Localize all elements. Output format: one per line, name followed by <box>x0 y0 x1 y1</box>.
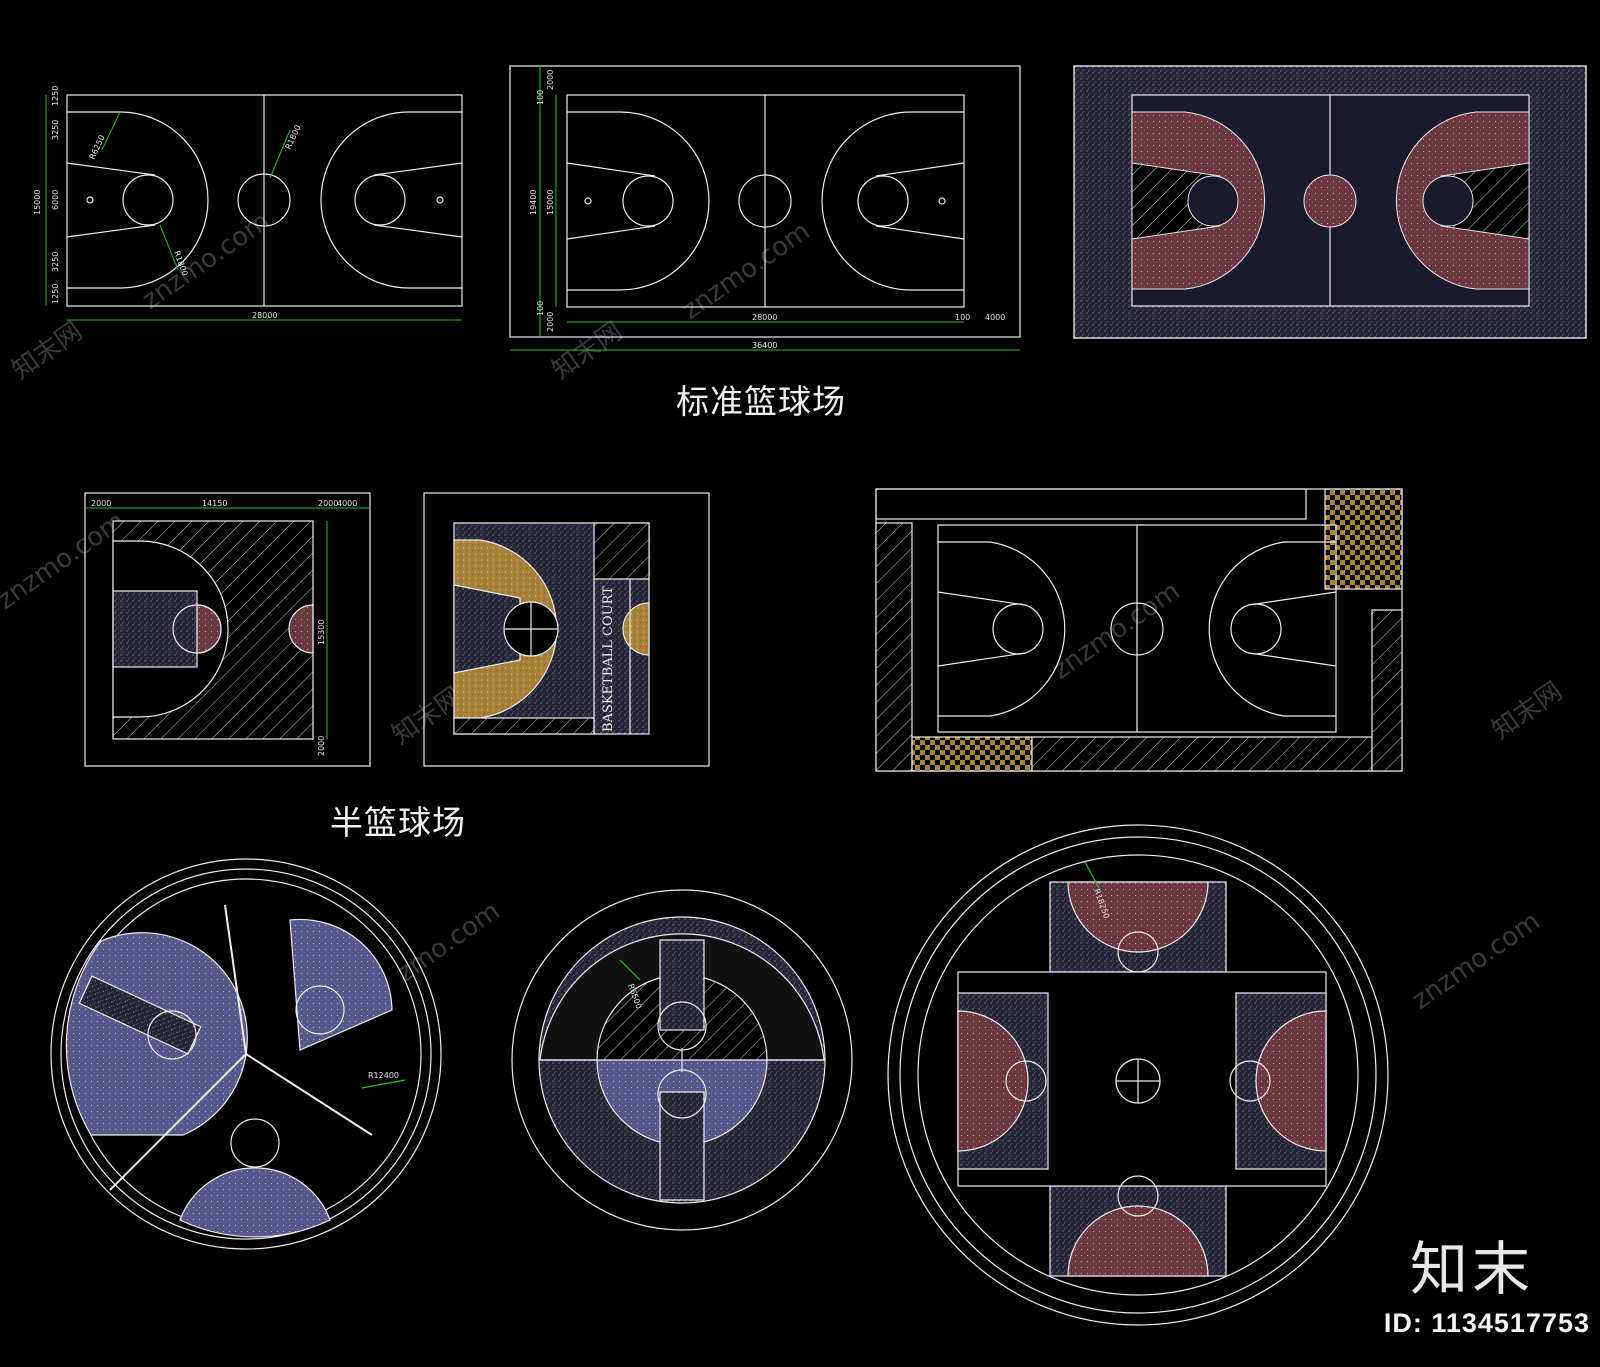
dim-label: 2000 <box>546 70 555 90</box>
round-court-three-sector <box>50 858 442 1250</box>
standard-court-rendered <box>1073 65 1587 339</box>
dim-label: 14150 <box>202 499 227 508</box>
court-with-border <box>875 488 1403 772</box>
dim-label: 100 <box>536 301 545 316</box>
half-court-dimensioned <box>84 492 371 767</box>
caption-standard-court: 标准篮球场 <box>676 382 846 421</box>
dim-label: 2000 <box>91 499 111 508</box>
dim-label: 2000 <box>318 499 338 508</box>
dim-label: 1250 <box>51 86 60 106</box>
half1-dimension-labels: 2000 14150 2000 4000 15300 2000 <box>91 499 357 756</box>
dim-label: R12400 <box>368 1071 399 1080</box>
watermark-text: 知末网 <box>1487 676 1568 745</box>
dim-label: 19400 <box>529 190 538 215</box>
dim-label: R6250 <box>88 134 107 161</box>
dim-label: 15000 <box>33 190 42 215</box>
dim-label: 100 <box>955 313 970 322</box>
watermark-text: znzmo.com <box>677 216 816 326</box>
dim-label: 1250 <box>51 284 60 304</box>
dim-label: 3250 <box>51 120 60 140</box>
court-lettering: BASKETBALL COURT <box>601 586 616 732</box>
dim-label: 15000 <box>546 190 555 215</box>
dim-label: 15300 <box>317 620 326 645</box>
dim-label: 4000 <box>337 499 357 508</box>
dim-label: 28000 <box>252 311 277 320</box>
watermark-text: 知末网 <box>547 316 628 385</box>
dim-label: 100 <box>536 90 545 105</box>
caption-half-court: 半篮球场 <box>330 803 466 842</box>
dim-label: 2000 <box>317 736 326 756</box>
dim-label: 2000 <box>546 312 555 332</box>
court2-dimension-labels: 2000 100 15000 19400 100 2000 28000 100 … <box>529 70 1005 350</box>
round-court-two-halves <box>511 889 853 1231</box>
standard-court-dimensioned <box>45 94 463 321</box>
standard-court-surround <box>509 65 1021 351</box>
dim-label: 4000 <box>985 313 1005 322</box>
watermark-text: znzmo.com <box>0 506 131 616</box>
half-court-rendered: BASKETBALL COURT <box>423 492 710 767</box>
watermark-text: znzmo.com <box>1407 906 1546 1016</box>
round-court-four-halves <box>887 824 1389 1326</box>
drawing-id: ID: 1134517753 <box>1383 1308 1590 1338</box>
watermark-text: znzmo.com <box>1047 576 1186 686</box>
dim-label: 36400 <box>752 341 777 350</box>
watermark-text: 知末网 <box>7 316 88 385</box>
brand-logo: 知末 <box>1409 1235 1534 1303</box>
dim-label: 3250 <box>51 252 60 272</box>
dim-label: 28000 <box>752 313 777 322</box>
dim-label: 6000 <box>51 190 60 210</box>
